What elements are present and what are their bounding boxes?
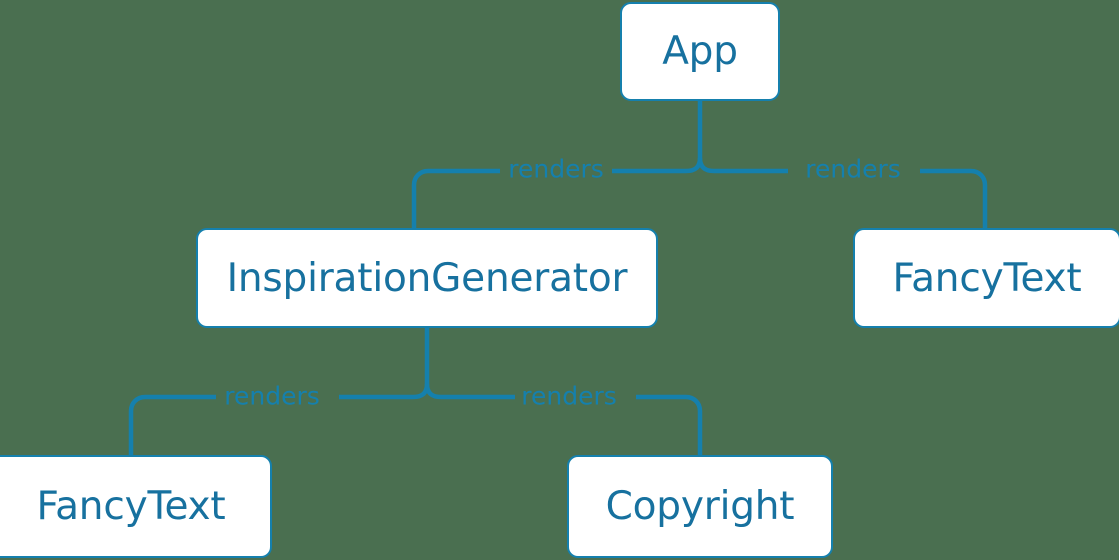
edge-ig-junction-right bbox=[424, 383, 515, 400]
node-fancytext-left-label: FancyText bbox=[36, 484, 226, 529]
node-fancytext-right[interactable]: FancyText bbox=[853, 228, 1119, 328]
edge-ig-to-fancytext-left bbox=[128, 394, 216, 455]
node-fancytext-right-label: FancyText bbox=[892, 255, 1082, 301]
node-app-label: App bbox=[662, 29, 738, 74]
edge-label-inspiration-generator-to-fancytext-left: renders bbox=[224, 381, 320, 411]
edge-app-to-fancytext-right bbox=[920, 168, 988, 228]
edge-label-inspiration-generator-to-copyright: renders bbox=[521, 381, 617, 411]
node-copyright-label: Copyright bbox=[605, 484, 795, 529]
node-app[interactable]: App bbox=[620, 2, 780, 101]
edge-ig-junction-left bbox=[339, 383, 430, 400]
edge-ig-to-copyright bbox=[636, 394, 703, 455]
node-fancytext-left[interactable]: FancyText bbox=[0, 455, 272, 558]
edge-app-junction-right bbox=[697, 157, 788, 174]
edge-label-app-to-inspiration-generator: renders bbox=[508, 154, 604, 184]
node-inspiration-generator[interactable]: InspirationGenerator bbox=[196, 228, 658, 328]
node-copyright[interactable]: Copyright bbox=[567, 455, 833, 558]
edge-label-app-to-fancytext-right: renders bbox=[805, 154, 901, 184]
node-inspiration-generator-label: InspirationGenerator bbox=[226, 255, 628, 301]
edge-app-to-inspirationgenerator bbox=[411, 168, 500, 228]
edge-app-junction-left bbox=[612, 157, 703, 174]
